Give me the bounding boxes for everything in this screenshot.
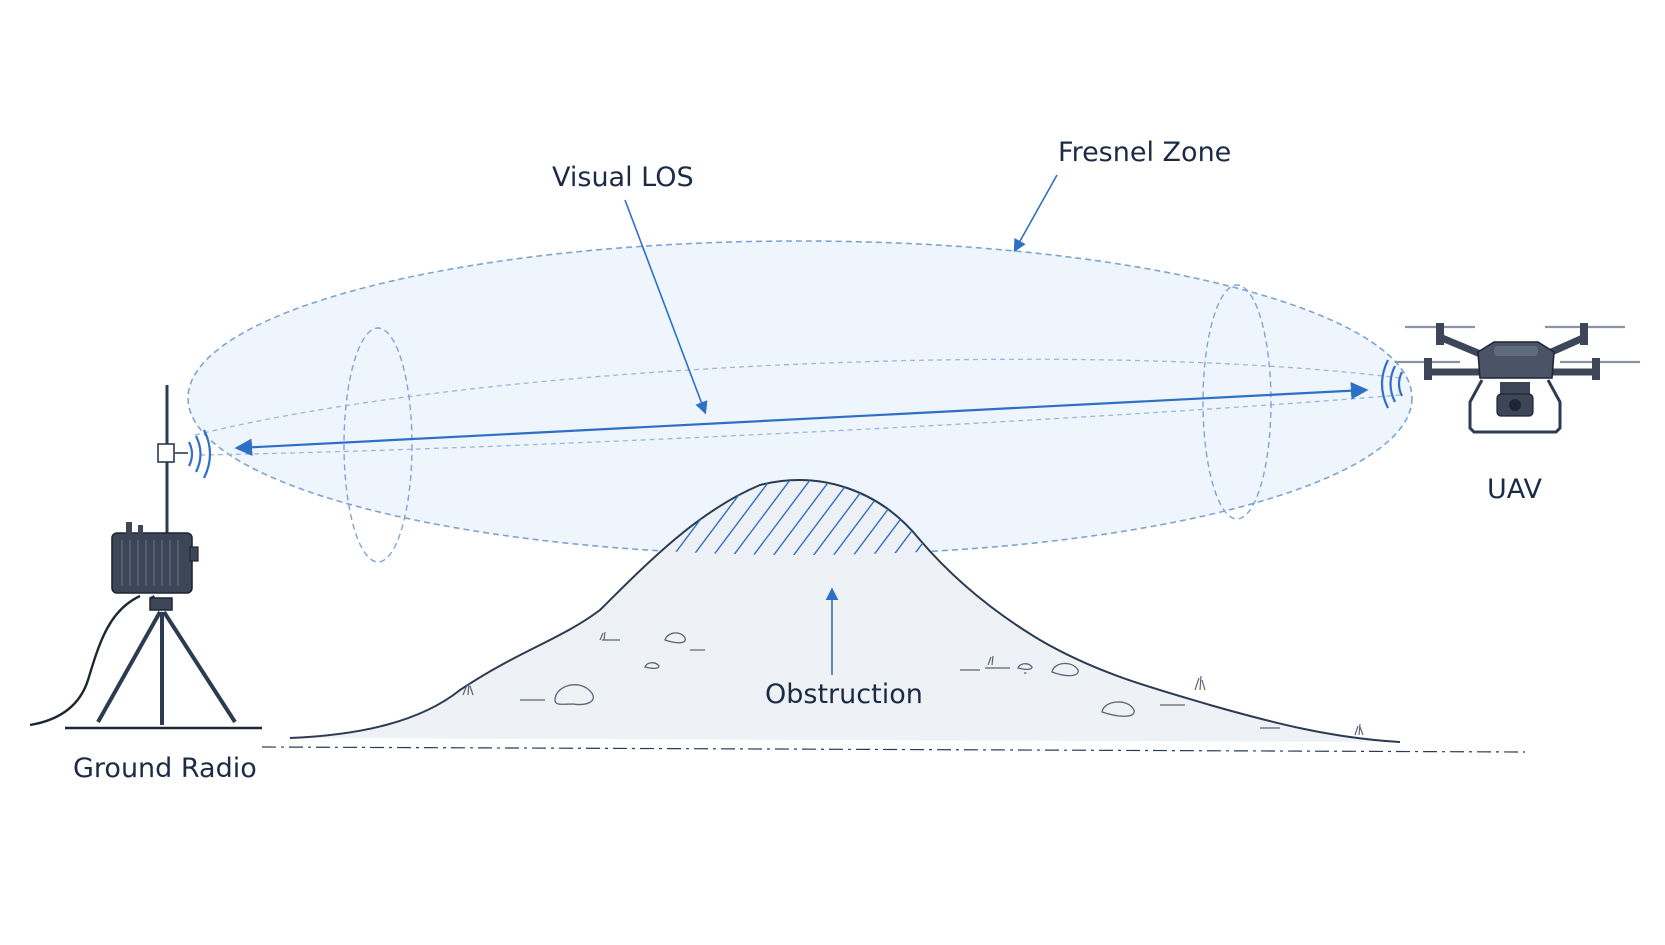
obstruction-label: Obstruction xyxy=(765,679,923,710)
ground-radio-label: Ground Radio xyxy=(73,753,257,784)
visual-los-line xyxy=(234,381,1369,457)
ground-line xyxy=(261,746,1526,753)
signal-waves-icon xyxy=(188,429,212,479)
signal-waves-icon xyxy=(1380,359,1403,409)
uav-drone-icon xyxy=(1380,323,1640,434)
tripod-icon xyxy=(96,595,237,725)
visual-los-callout-arrow xyxy=(624,199,708,415)
uav-label: UAV xyxy=(1487,474,1543,505)
ground-radio-icon xyxy=(29,385,262,730)
visual-los-label: Visual LOS xyxy=(552,162,694,193)
fresnel-zone-callout-arrow xyxy=(1013,174,1058,253)
fresnel-zone-label: Fresnel Zone xyxy=(1058,137,1231,168)
antenna-icon xyxy=(157,385,188,535)
